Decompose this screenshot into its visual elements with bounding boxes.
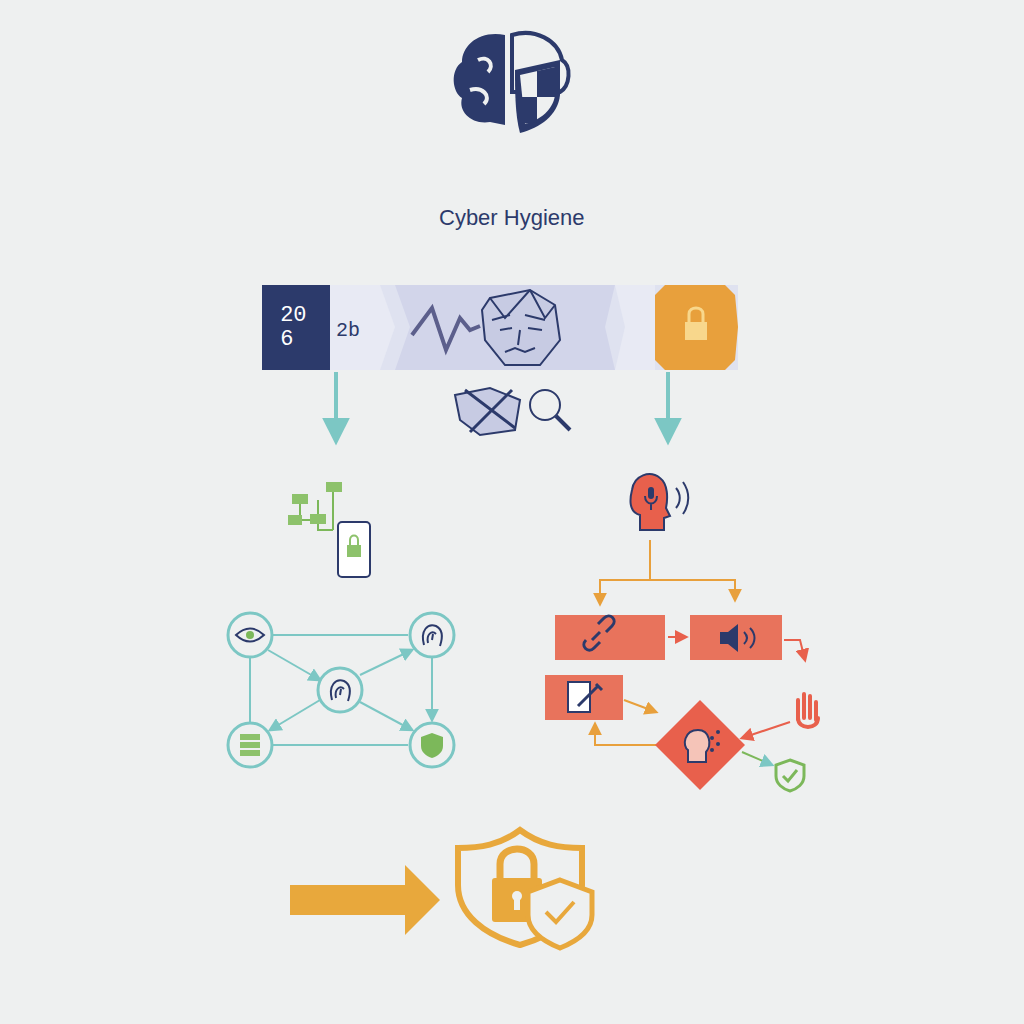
biometric-network bbox=[228, 613, 454, 767]
diagram-title: Cyber Hygiene bbox=[439, 205, 585, 231]
device-hierarchy-icon bbox=[288, 482, 370, 577]
node-text-stack: 20 6 bbox=[280, 304, 312, 350]
result-shield bbox=[290, 830, 592, 948]
digit-display: 20 6 bbox=[262, 285, 330, 370]
down-arrow bbox=[334, 372, 338, 440]
digit-text: 20 6 bbox=[280, 304, 312, 350]
brain-shield-icon bbox=[454, 33, 569, 133]
voice-flow-boxes bbox=[545, 615, 818, 791]
voice-head-icon bbox=[630, 474, 688, 530]
network-symbols bbox=[236, 625, 443, 758]
threat-detection-icon bbox=[455, 388, 570, 435]
digit-label: 2b bbox=[336, 319, 360, 342]
down-arrow bbox=[666, 372, 670, 440]
process-band bbox=[262, 285, 738, 370]
